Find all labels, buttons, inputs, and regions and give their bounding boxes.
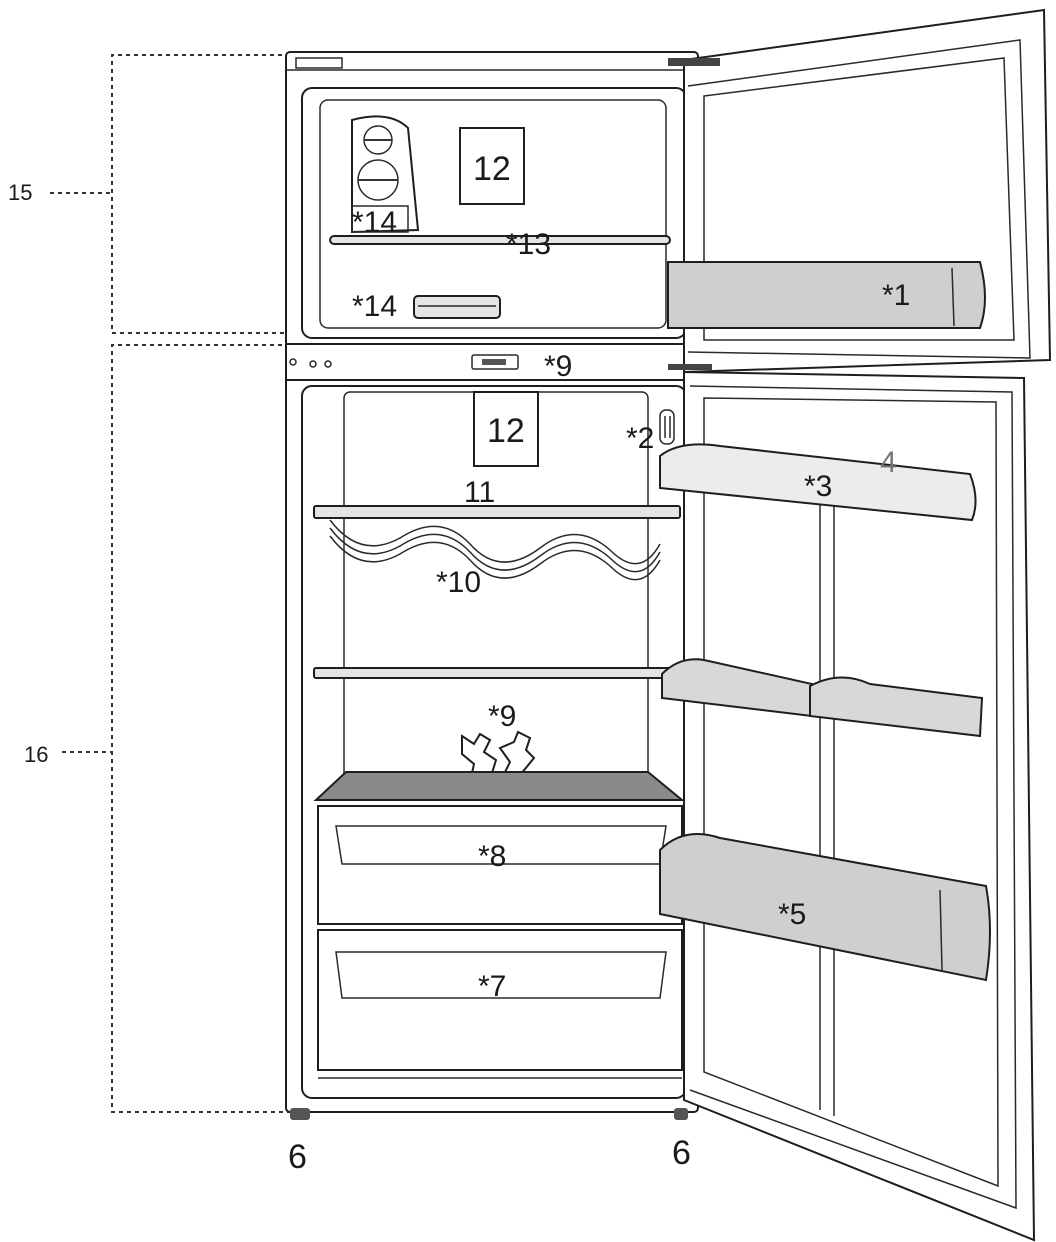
- fridge-sticker-box: [473, 391, 539, 467]
- label-egg-tray: *3: [804, 470, 832, 503]
- label-freezer-section: 15: [8, 180, 32, 205]
- label-freezer-door-bin: *1: [882, 279, 910, 312]
- label-freezer-sticker: 12: [473, 150, 511, 188]
- label-door-shelf-upper: 4: [880, 446, 897, 479]
- egg-tray-bin: [659, 443, 977, 522]
- door-bin-lower: [659, 833, 991, 982]
- label-light: *2: [626, 422, 654, 455]
- crisper-cover: [313, 771, 685, 801]
- label-wine-rack: *10: [436, 566, 481, 599]
- freezer-shelf: [329, 235, 671, 245]
- foot-left-shape: [290, 1108, 310, 1120]
- label-drawer-lower: *7: [478, 970, 506, 1003]
- fridge-section-bracket: [62, 344, 290, 1113]
- light-cover: [659, 409, 675, 445]
- freezer-sticker-box: [459, 127, 525, 205]
- label-glass-shelf: 11: [464, 476, 495, 509]
- foot-right-shape: [674, 1108, 688, 1120]
- label-control-panel: *9: [544, 350, 572, 383]
- glass-shelf-upper: [313, 505, 681, 519]
- ice-tray-lower: [413, 295, 501, 319]
- freezer-section-bracket: [50, 54, 290, 334]
- drawer-upper: [317, 805, 683, 925]
- freezer-door-bin: [667, 261, 986, 329]
- label-fridge-section: 16: [24, 742, 48, 767]
- label-tools: *9: [488, 700, 516, 733]
- drawer-lower: [317, 929, 683, 1071]
- wine-rack: [329, 519, 661, 581]
- ice-maker: [351, 115, 420, 234]
- label-drawer-upper: *8: [478, 840, 506, 873]
- glass-shelf-middle: [313, 667, 681, 679]
- label-foot-left: 6: [288, 1138, 307, 1176]
- door-bin-middle-right: [809, 676, 984, 738]
- fridge-door: [668, 364, 1036, 1242]
- label-ice-tray-lower: *14: [352, 290, 397, 323]
- label-fridge-sticker: 12: [487, 412, 525, 450]
- label-door-bin-lower: *5: [778, 898, 806, 931]
- label-ice-tray-upper: *14: [352, 206, 397, 239]
- label-freezer-shelf: *13: [506, 228, 551, 261]
- label-foot-right: 6: [672, 1134, 691, 1172]
